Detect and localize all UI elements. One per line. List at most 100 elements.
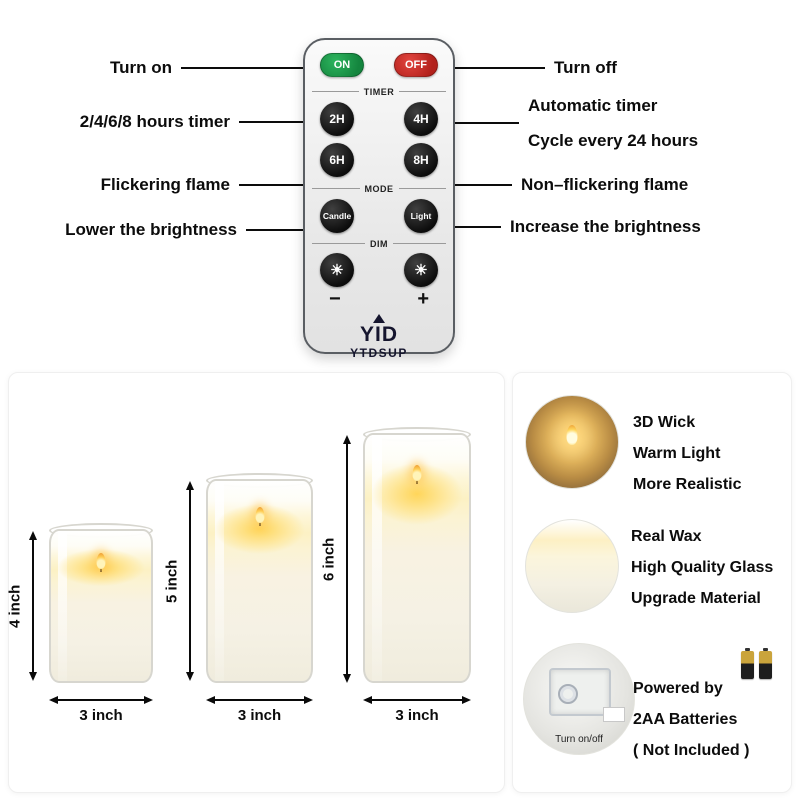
candle-image-4inch xyxy=(49,529,153,683)
dim-signs-row: − + xyxy=(305,289,453,309)
flame-icon xyxy=(412,465,422,481)
feature-text-wick: 3D Wick Warm Light More Realistic xyxy=(633,407,741,500)
height-label: 6 inch xyxy=(320,537,338,581)
height-arrow xyxy=(28,531,37,681)
annotation-label: 2/4/6/8 hours timer xyxy=(79,112,230,131)
width-arrow xyxy=(206,695,313,704)
battery-icons xyxy=(741,648,772,679)
divider-line xyxy=(312,243,365,244)
dim-row: ☀ ☀ xyxy=(305,253,453,287)
on-button[interactable]: ON xyxy=(320,53,364,77)
annotation-label: Lower the brightness xyxy=(65,220,237,239)
dim-minus-label: − xyxy=(329,288,341,310)
width-arrow xyxy=(49,695,153,704)
feature-text-wax: Real Wax High Quality Glass Upgrade Mate… xyxy=(631,521,773,614)
timer-6h-button[interactable]: 6H xyxy=(320,143,354,177)
dim-down-button[interactable]: ☀ xyxy=(320,253,354,287)
timer-8h-button[interactable]: 8H xyxy=(404,143,438,177)
feature-thumb-wick xyxy=(525,395,619,489)
candle-image-6inch xyxy=(363,433,471,683)
annotation-turn-off: Turn off xyxy=(455,55,617,81)
connector-line xyxy=(455,184,512,186)
turn-onoff-caption: Turn on/off xyxy=(555,734,603,745)
connector-line xyxy=(181,67,303,69)
battery-icon xyxy=(759,648,772,679)
features-panel: 3D Wick Warm Light More Realistic Real W… xyxy=(512,372,792,793)
annotation-label: Turn on xyxy=(110,58,172,77)
feature-text-battery: Powered by 2AA Batteries ( Not Included … xyxy=(633,673,749,766)
feature-thumb-battery: Turn on/off xyxy=(523,643,635,755)
connector-line xyxy=(455,67,545,69)
feature-line: High Quality Glass xyxy=(631,559,774,576)
annotation-turn-on: Turn on xyxy=(110,55,303,81)
light-mode-button[interactable]: Light xyxy=(404,199,438,233)
height-label: 5 inch xyxy=(163,559,181,603)
sun-icon: ☀ xyxy=(330,261,344,279)
annotation-increase-brightness: Increase the brightness xyxy=(455,214,701,240)
brand-block: YID YTDSUP xyxy=(305,314,453,360)
candle-sizes-panel: 4 inch 3 inch 5 inch 3 inch 6 inch xyxy=(6,372,505,793)
width-label: 3 inch xyxy=(395,707,439,724)
flame-icon xyxy=(255,507,264,523)
annotation-label: Cycle every 24 hours xyxy=(528,131,699,150)
width-label: 3 inch xyxy=(237,707,282,724)
flame-icon xyxy=(96,553,106,569)
annotation-label: Turn off xyxy=(554,58,617,77)
glass-shine xyxy=(58,531,67,681)
annotation-lower-brightness: Lower the brightness xyxy=(65,217,303,243)
brand-logo: YID xyxy=(359,323,398,346)
feature-line: 3D Wick xyxy=(633,414,696,431)
timer-row-2: 6H 8H xyxy=(305,143,453,177)
feature-line: 2AA Batteries xyxy=(633,711,738,728)
divider-line xyxy=(312,188,360,189)
annotation-label: Flickering flame xyxy=(100,175,230,194)
battery-compartment xyxy=(549,668,625,722)
brand-name: YTDSUP xyxy=(350,346,408,360)
height-arrow xyxy=(185,481,194,681)
dim-up-button[interactable]: ☀ xyxy=(404,253,438,287)
flame-icon xyxy=(566,425,578,446)
feature-line: Upgrade Material xyxy=(631,590,761,607)
annotation-automatic-timer: Automatic timer Cycle every 24 hours xyxy=(455,88,698,158)
brand-emblem-icon xyxy=(373,314,385,323)
annotation-label: Automatic timer xyxy=(528,96,658,115)
connector-line xyxy=(455,122,519,124)
feature-line: ( Not Included ) xyxy=(633,742,750,759)
remote-control: ON OFF TIMER 2H 4H 6H 8H MODE Candle Lig… xyxy=(303,38,455,360)
timer-row-1: 2H 4H xyxy=(305,102,453,136)
height-label: 4 inch xyxy=(6,584,24,628)
wick xyxy=(258,521,261,526)
width-arrow xyxy=(363,695,471,704)
feature-line: Real Wax xyxy=(631,528,702,545)
dim-section-label: DIM xyxy=(305,238,453,249)
off-button[interactable]: OFF xyxy=(394,53,438,77)
annotation-flickering-flame: Flickering flame xyxy=(101,172,303,198)
glass-shine xyxy=(215,481,225,681)
divider-line xyxy=(399,91,446,92)
wick xyxy=(100,567,102,572)
candle-mode-button[interactable]: Candle xyxy=(320,199,354,233)
timer-2h-button[interactable]: 2H xyxy=(320,102,354,136)
wick xyxy=(416,479,418,484)
connector-line xyxy=(455,226,501,228)
glass-shine xyxy=(372,435,382,681)
mode-row: Candle Light xyxy=(305,199,453,233)
feature-thumb-wax xyxy=(525,519,619,613)
battery-icon xyxy=(741,648,754,679)
onoff-row: ON OFF xyxy=(305,53,453,77)
feature-line: Powered by xyxy=(633,680,723,697)
feature-line: Warm Light xyxy=(633,445,721,462)
annotation-non-flickering: Non–flickering flame xyxy=(455,172,688,198)
timer-4h-button[interactable]: 4H xyxy=(404,102,438,136)
divider-line xyxy=(393,243,446,244)
divider-line xyxy=(398,188,446,189)
height-arrow xyxy=(342,435,351,683)
width-label: 3 inch xyxy=(79,707,123,724)
annotation-label: Non–flickering flame xyxy=(521,175,689,194)
connector-line xyxy=(239,184,303,186)
connector-line xyxy=(246,229,303,231)
timer-section-label: TIMER xyxy=(305,86,453,97)
candle-image-5inch xyxy=(206,479,313,683)
sun-icon: ☀ xyxy=(414,261,428,279)
